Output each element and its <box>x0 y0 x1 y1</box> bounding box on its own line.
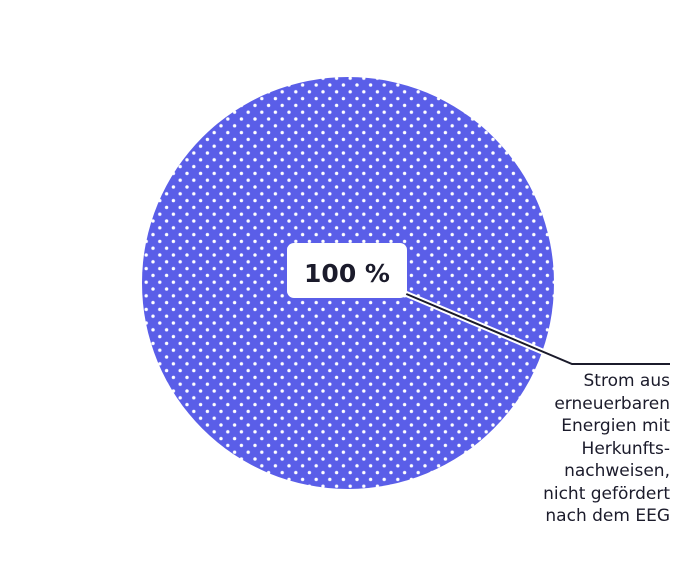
slice-value-label: 100 % <box>304 259 390 288</box>
slice-label-line: Herkunfts- <box>581 438 670 459</box>
slice-label-line: erneuerbaren <box>554 393 670 414</box>
slice-label-line: nicht gefördert <box>543 483 670 504</box>
slice-label-line: Strom aus <box>583 371 671 391</box>
leader-line <box>402 290 670 367</box>
slice-label-line: nach dem EEG <box>545 506 670 526</box>
slice-label-line: nachweisen, <box>564 461 670 481</box>
slice-category-label: Strom aus erneuerbaren Energien mit Herk… <box>470 370 670 528</box>
value-label-box: 100 % <box>287 243 407 298</box>
slice-label-line: Energien mit <box>561 416 670 436</box>
